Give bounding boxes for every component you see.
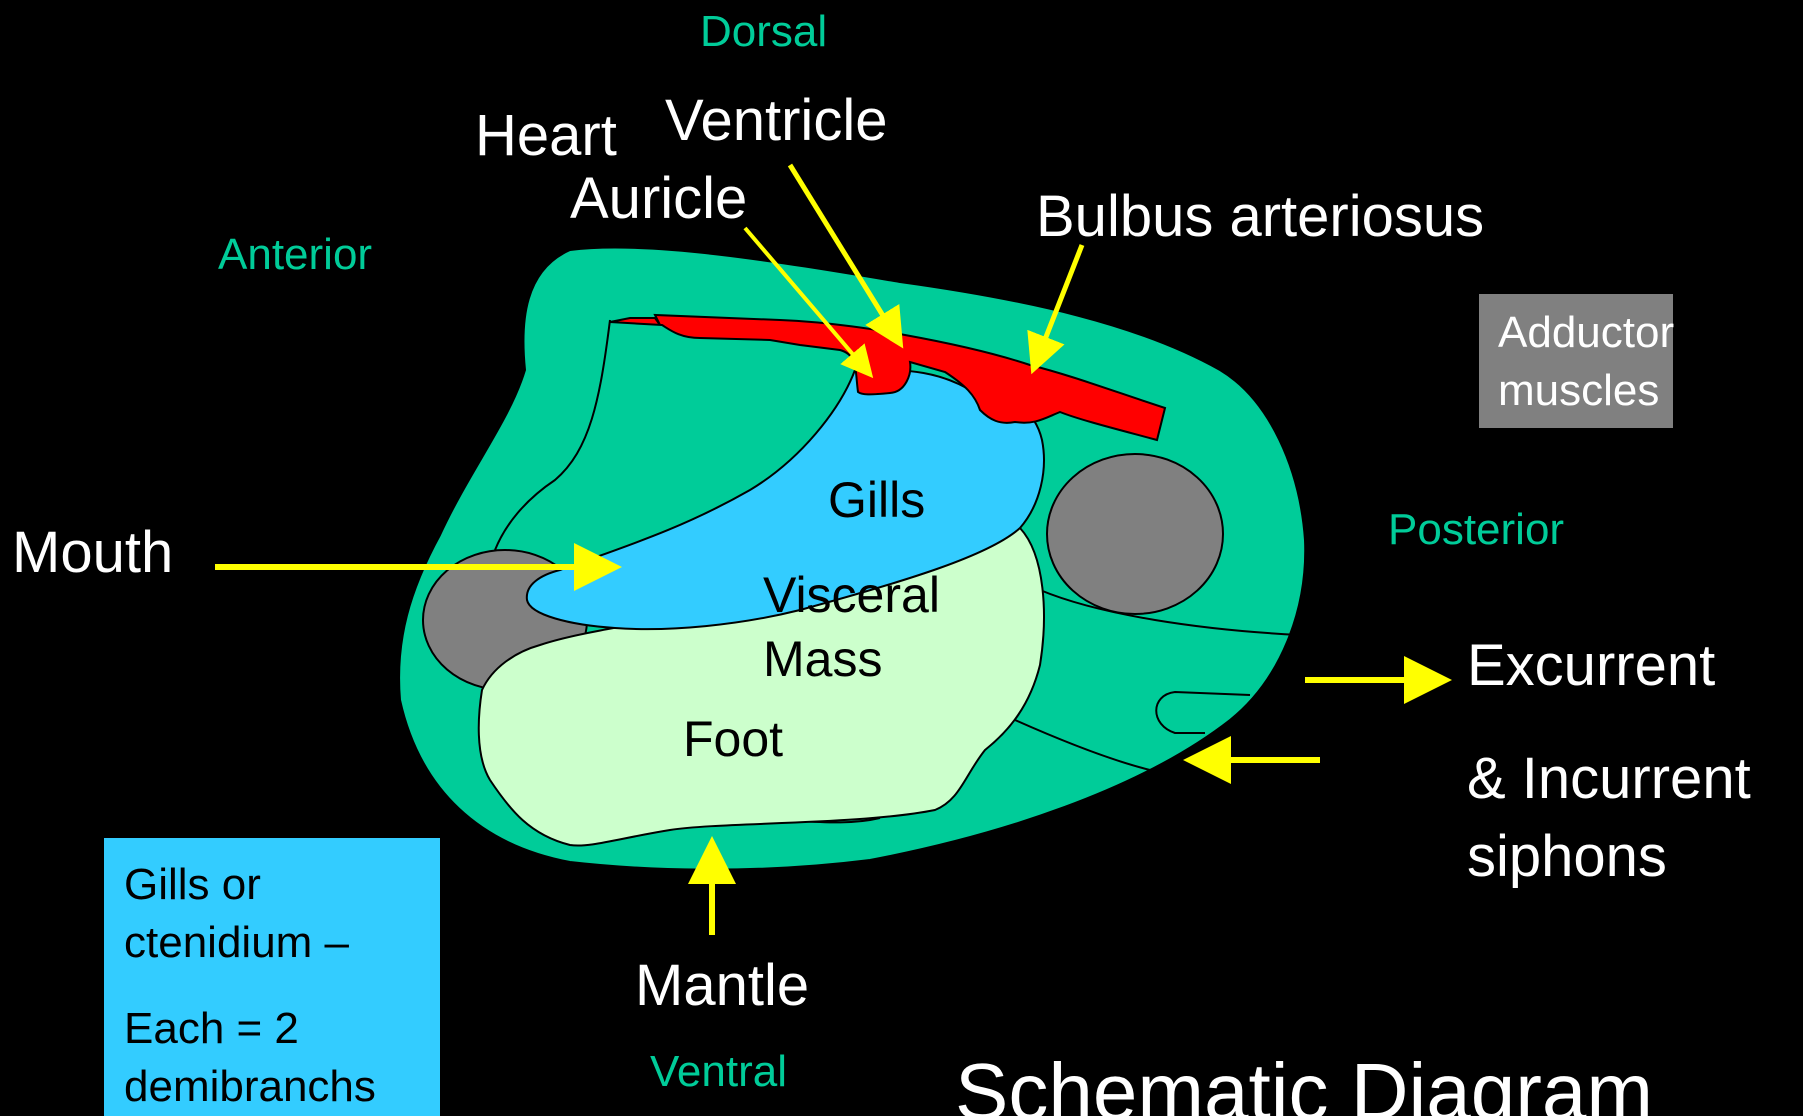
visceral-mass-label-line1: Visceral (763, 570, 940, 620)
gills-box-line2: ctenidium – (124, 914, 440, 972)
incurrent-label-line1: & Incurrent (1467, 750, 1751, 808)
adductor-box-line2: muscles (1498, 362, 1673, 420)
adductor-box-line1: Adductor (1498, 304, 1673, 362)
auricle-label: Auricle (570, 170, 747, 228)
mantle-label: Mantle (635, 957, 809, 1015)
slide-title: Schematic Diagram (955, 1052, 1653, 1116)
dorsal-label: Dorsal (700, 10, 827, 54)
gills-info-box: Gills or ctenidium – Each = 2 demibranch… (104, 838, 440, 1116)
foot-label: Foot (683, 714, 783, 764)
adductor-muscles-box: Adductor muscles (1479, 294, 1673, 428)
gills-box-line1: Gills or (124, 856, 440, 914)
siphons-label: siphons (1467, 828, 1667, 886)
visceral-mass-label-line2: Mass (763, 634, 882, 684)
excurrent-label: Excurrent (1467, 637, 1715, 695)
heart-label: Heart (475, 107, 617, 165)
bulbus-arteriosus-label: Bulbus arteriosus (1036, 188, 1484, 246)
gills-box-line4: demibranchs (124, 1058, 440, 1116)
anterior-label: Anterior (218, 233, 372, 277)
posterior-label: Posterior (1388, 508, 1564, 552)
posterior-adductor-muscle (1047, 454, 1223, 614)
ventricle-label: Ventricle (665, 92, 887, 150)
mouth-label: Mouth (12, 524, 173, 582)
ventral-label: Ventral (650, 1050, 787, 1094)
gills-label: Gills (828, 475, 925, 525)
gills-box-line3: Each = 2 (124, 1000, 440, 1058)
